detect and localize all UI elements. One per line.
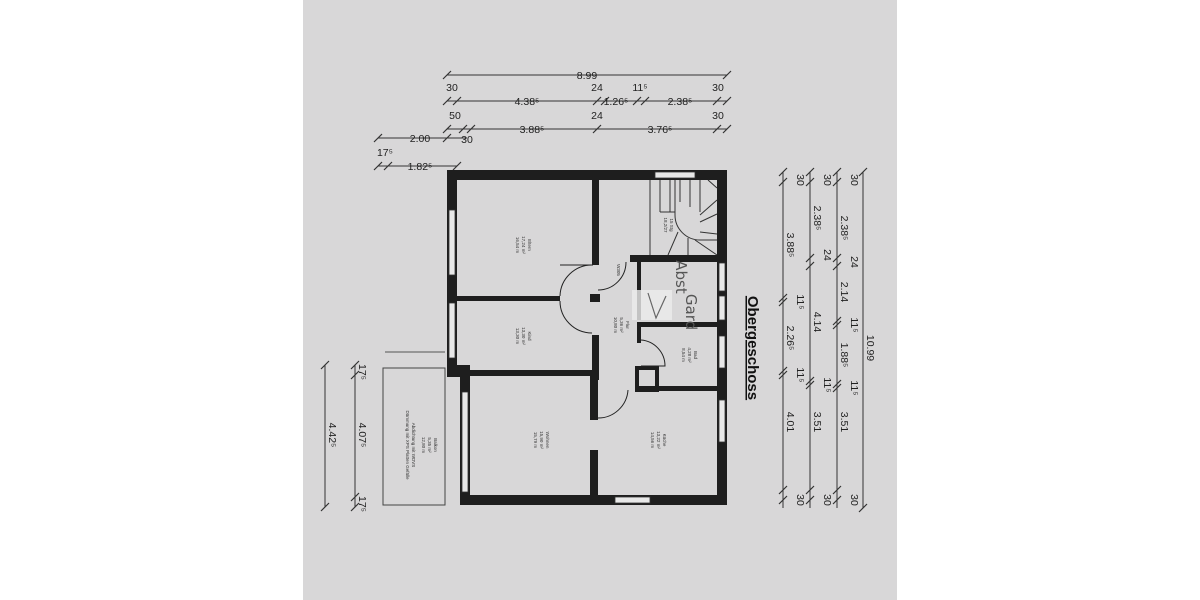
room-name: Flur bbox=[625, 321, 630, 329]
handwritten-note: Gard bbox=[682, 294, 700, 330]
balkon-note: Dämmung mit XPS Platten Gefälle bbox=[405, 410, 410, 480]
dim-label: 24 bbox=[591, 110, 603, 122]
room-area: 5,36 m² bbox=[619, 317, 624, 333]
dim-label: 3.76⁵ bbox=[648, 124, 673, 136]
dim-label: 30 bbox=[712, 110, 724, 122]
room-perimeter: 10,80 m bbox=[613, 317, 618, 334]
room-name: Balkon bbox=[433, 438, 438, 452]
staircase bbox=[649, 179, 718, 256]
dim-total-width: 8.99 bbox=[577, 70, 598, 82]
dim-label: 24 bbox=[591, 82, 603, 94]
stair-label: 15 Stg 18,2/27 bbox=[663, 217, 674, 233]
dim-label: 30 bbox=[821, 494, 833, 506]
balkon-note: Abdichtung mit WDVS bbox=[411, 423, 416, 468]
dim-label: 2.26⁵ bbox=[784, 326, 796, 351]
dim-label: 11⁵ bbox=[794, 294, 806, 309]
dim-label: 17⁵ bbox=[356, 496, 368, 512]
dimension-labels-left: 4.42⁵ 17⁵ 4.07⁵ 17⁵ bbox=[326, 364, 368, 512]
dim-label: 3.88⁵ bbox=[784, 233, 796, 258]
dim-label: 30 bbox=[446, 82, 458, 94]
plan-title: Obergeschoss bbox=[744, 296, 761, 400]
dim-label: 30 bbox=[848, 174, 860, 186]
dim-label: 4.38⁵ bbox=[515, 96, 540, 108]
room-area: 5,35 m² bbox=[427, 437, 432, 453]
room-eltern: Eltern 17,24 m² 16,54 m bbox=[515, 236, 532, 254]
dim-total-height: 10.99 bbox=[864, 335, 876, 361]
room-perimeter: 12,80 m bbox=[421, 437, 426, 454]
room-flur: Flur 5,36 m² 10,80 m bbox=[613, 317, 630, 334]
room-name: Eltern bbox=[527, 239, 532, 251]
dim-label: 11⁵ bbox=[794, 367, 806, 382]
dim-label: 30 bbox=[461, 134, 473, 146]
stair-label-line: 15 Stg bbox=[669, 218, 674, 232]
room-bad: Bad 4,28 m² 8,54 m bbox=[681, 347, 698, 363]
room-wohnen: Wohnen 15,90 m² 15,79 m bbox=[533, 431, 550, 449]
room-name: Küche bbox=[662, 434, 667, 447]
balcony-outline bbox=[382, 367, 446, 506]
room-perimeter: 8,54 m bbox=[681, 348, 686, 362]
room-name: Wohnen bbox=[545, 432, 550, 449]
dim-label: 1.26⁵ bbox=[604, 96, 629, 108]
handwritten-note: Abst bbox=[672, 260, 690, 294]
dim-label: 2.14 bbox=[838, 282, 850, 303]
dim-label: 3.51 bbox=[811, 412, 823, 433]
dim-label: 24 bbox=[848, 256, 860, 268]
dim-label: 24 bbox=[821, 249, 833, 261]
dim-label: 30 bbox=[794, 494, 806, 506]
dim-label: 11⁵ bbox=[821, 377, 833, 392]
dim-label: 50 bbox=[449, 110, 461, 122]
room-balkon: Balkon 5,35 m² 12,80 m Abdichtung mit WD… bbox=[405, 410, 438, 480]
room-area: 17,24 m² bbox=[521, 236, 526, 254]
dim-label: 30 bbox=[794, 174, 806, 186]
dim-label: 30 bbox=[821, 174, 833, 186]
dim-label: 4.14 bbox=[811, 312, 823, 333]
dim-label: 30 bbox=[712, 82, 724, 94]
dim-label: 2.38⁵ bbox=[838, 216, 850, 241]
room-area: 13,22 m² bbox=[656, 431, 661, 449]
handwritten-mark bbox=[647, 292, 667, 320]
dimension-labels-top: 8.99 30 4.38⁵ 24 1.26⁵ 11⁵ 2.38⁵ 30 50 3… bbox=[377, 70, 724, 173]
dim-label: 11⁵ bbox=[848, 380, 860, 395]
room-perimeter: 16,54 m bbox=[515, 237, 520, 254]
dim-label: 1.82⁵ bbox=[408, 161, 433, 173]
doors bbox=[559, 261, 666, 419]
dim-label: 2.38⁵ bbox=[668, 96, 693, 108]
dim-label: 4.01 bbox=[784, 412, 796, 433]
room-perimeter: 15,79 m bbox=[533, 432, 538, 449]
room-perimeter: 14,56 m bbox=[650, 432, 655, 449]
room-name: Bad bbox=[693, 351, 698, 360]
room-kind: Kind 13,30 m² 13,30 m bbox=[515, 327, 532, 345]
room-area: 4,28 m² bbox=[687, 347, 692, 363]
dim-label: 11⁵ bbox=[848, 317, 860, 332]
room-area: 13,30 m² bbox=[521, 327, 526, 345]
dimension-labels-right: 10.99 30 2.38⁵ 24 2.14 11⁵ 1.88⁵ 11⁵ 3.51 30 30 2.… bbox=[784, 174, 876, 506]
room-area: 15,90 m² bbox=[539, 431, 544, 449]
dimension-lines bbox=[320, 70, 868, 513]
stair-label-line: 18,2/27 bbox=[663, 217, 668, 233]
dim-label: 17⁵ bbox=[377, 147, 393, 159]
windows bbox=[448, 171, 726, 504]
dim-label: 30 bbox=[848, 494, 860, 506]
door-label: W305 bbox=[616, 264, 621, 276]
walls bbox=[447, 170, 727, 505]
dim-label: 1.88⁵ bbox=[838, 343, 850, 368]
room-name: Kind bbox=[527, 331, 532, 341]
dim-label: 3.51 bbox=[838, 412, 850, 433]
room-kueche: Küche 13,22 m² 14,56 m bbox=[650, 431, 667, 449]
dim-label: 3.88⁵ bbox=[520, 124, 545, 136]
room-labels: Eltern 17,24 m² 16,54 m Kind 13,30 m² 13… bbox=[405, 217, 700, 480]
room-perimeter: 13,30 m bbox=[515, 328, 520, 345]
dim-label: 2.00 bbox=[410, 133, 431, 145]
dim-label: 4.07⁵ bbox=[356, 423, 368, 448]
dim-label: 17⁵ bbox=[356, 364, 368, 380]
dim-label: 2.38⁵ bbox=[811, 206, 823, 231]
dim-label: 4.42⁵ bbox=[326, 423, 338, 448]
dim-label: 11⁵ bbox=[632, 82, 647, 94]
